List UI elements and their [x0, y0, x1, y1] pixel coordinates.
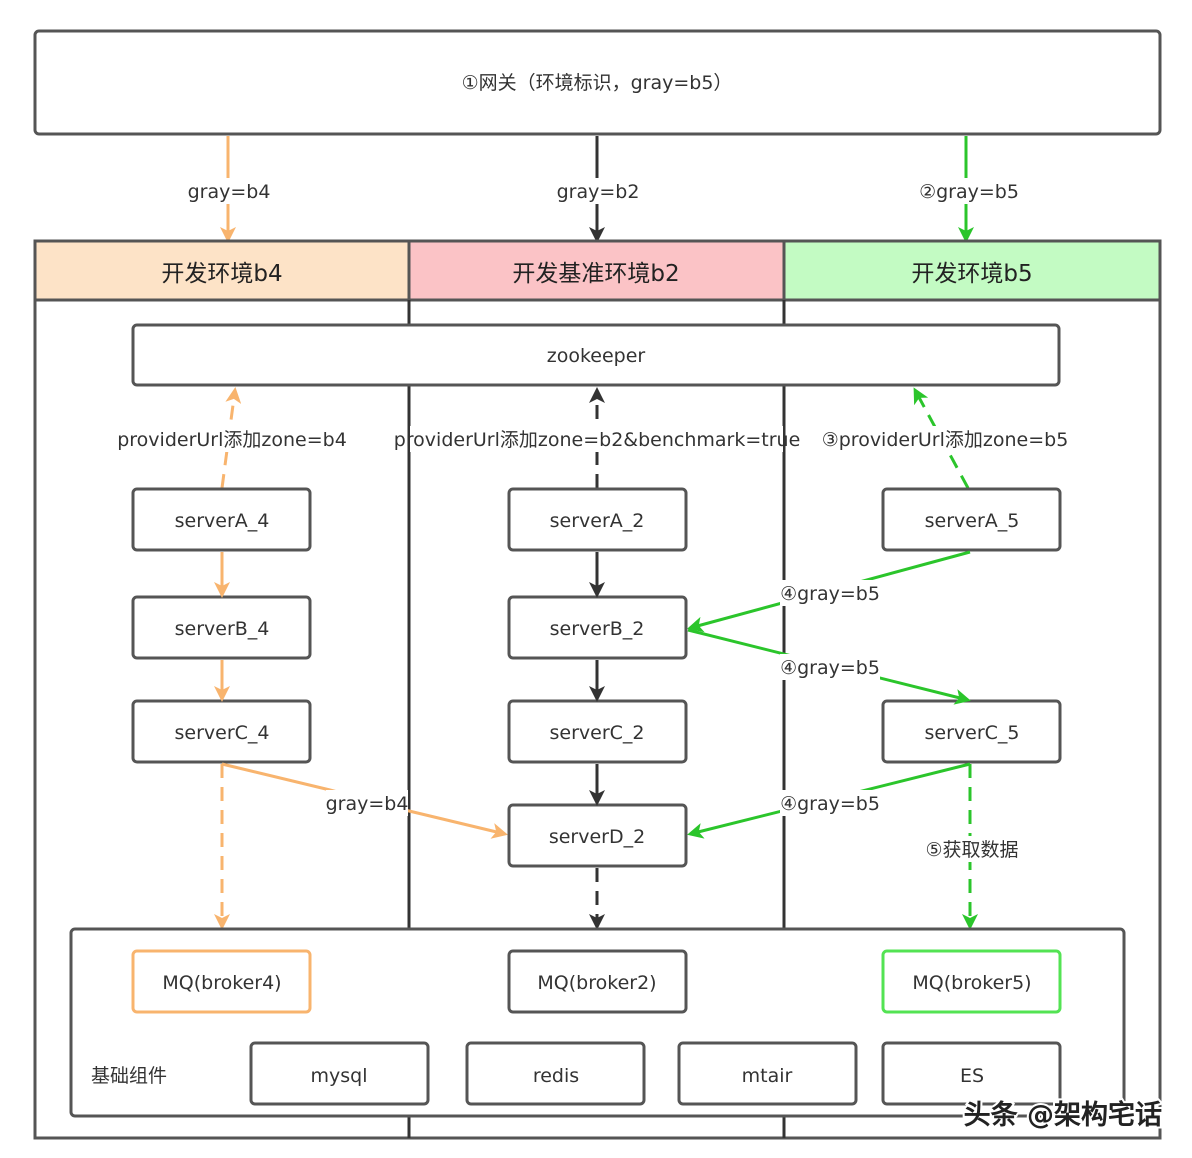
- env-title-b4: 开发环境b4: [161, 261, 282, 287]
- server-box-a4: serverA_4: [131, 487, 312, 552]
- server-box-b4: serverB_4: [131, 595, 312, 660]
- env-header-b2: [407, 239, 786, 302]
- component-label-mtair: mtair: [742, 1065, 793, 1087]
- mq-box-broker2: MQ(broker2): [507, 949, 688, 1014]
- edge-label-c5-d2: ④gray=b5: [780, 793, 880, 815]
- mq-label-broker4: MQ(broker4): [162, 972, 281, 994]
- register-label-b5: ③providerUrl添加zone=b5: [822, 429, 1069, 451]
- server-box-c5: serverC_5: [881, 699, 1062, 764]
- route-label-b2: gray=b2: [557, 181, 640, 203]
- route-label-b5: ②gray=b5: [919, 181, 1019, 203]
- server-label-c5: serverC_5: [925, 722, 1020, 744]
- server-label-b4: serverB_4: [175, 618, 270, 640]
- server-label-a2: serverA_2: [550, 510, 645, 532]
- zookeeper-label: zookeeper: [547, 345, 646, 367]
- server-label-c4: serverC_4: [175, 722, 270, 744]
- watermark: 头条 @架构宅话: [964, 1099, 1162, 1131]
- server-label-a5: serverA_5: [925, 510, 1020, 532]
- component-box-es: ES: [881, 1041, 1062, 1106]
- server-label-b2: serverB_2: [550, 618, 645, 640]
- register-label-b4: providerUrl添加zone=b4: [117, 429, 347, 451]
- env-title-b5: 开发环境b5: [911, 261, 1032, 287]
- component-label-redis: redis: [533, 1065, 579, 1087]
- component-label-mysql: mysql: [311, 1065, 368, 1087]
- server-label-a4: serverA_4: [175, 510, 270, 532]
- server-label-c2: serverC_2: [550, 722, 645, 744]
- env-header-b5: [782, 239, 1162, 302]
- edge-label-c4-d2: gray=b4: [326, 793, 409, 815]
- gateway-label: ①网关（环境标识，gray=b5）: [462, 72, 733, 94]
- server-box-b2: serverB_2: [507, 595, 688, 660]
- mq-label-broker5: MQ(broker5): [912, 972, 1031, 994]
- gateway-box: ①网关（环境标识，gray=b5）: [33, 29, 1162, 136]
- server-box-a5: serverA_5: [881, 487, 1062, 552]
- route-label-b4: gray=b4: [188, 181, 271, 203]
- server-box-c4: serverC_4: [131, 699, 312, 764]
- zookeeper-box: zookeeper: [131, 323, 1061, 387]
- mq-box-broker4: MQ(broker4): [131, 949, 312, 1014]
- server-box-a2: serverA_2: [507, 487, 688, 552]
- server-label-d2: serverD_2: [549, 826, 645, 848]
- edge-label-b2-c5: ④gray=b5: [780, 657, 880, 679]
- register-label-b2: providerUrl添加zone=b2&benchmark=true: [394, 429, 801, 451]
- mq-box-broker5: MQ(broker5): [881, 949, 1062, 1014]
- server-box-d2: serverD_2: [507, 803, 688, 868]
- component-box-mtair: mtair: [677, 1041, 858, 1106]
- edge-label-fetch: ⑤获取数据: [925, 839, 1018, 861]
- component-box-mysql: mysql: [249, 1041, 430, 1106]
- component-box-redis: redis: [465, 1041, 646, 1106]
- infra-title: 基础组件: [91, 1065, 167, 1087]
- server-box-c2: serverC_2: [507, 699, 688, 764]
- env-title-b2: 开发基准环境b2: [512, 261, 679, 287]
- edge-label-a5-b2: ④gray=b5: [780, 583, 880, 605]
- mq-label-broker2: MQ(broker2): [537, 972, 656, 994]
- env-header-b4: [33, 239, 411, 302]
- component-label-es: ES: [960, 1065, 984, 1087]
